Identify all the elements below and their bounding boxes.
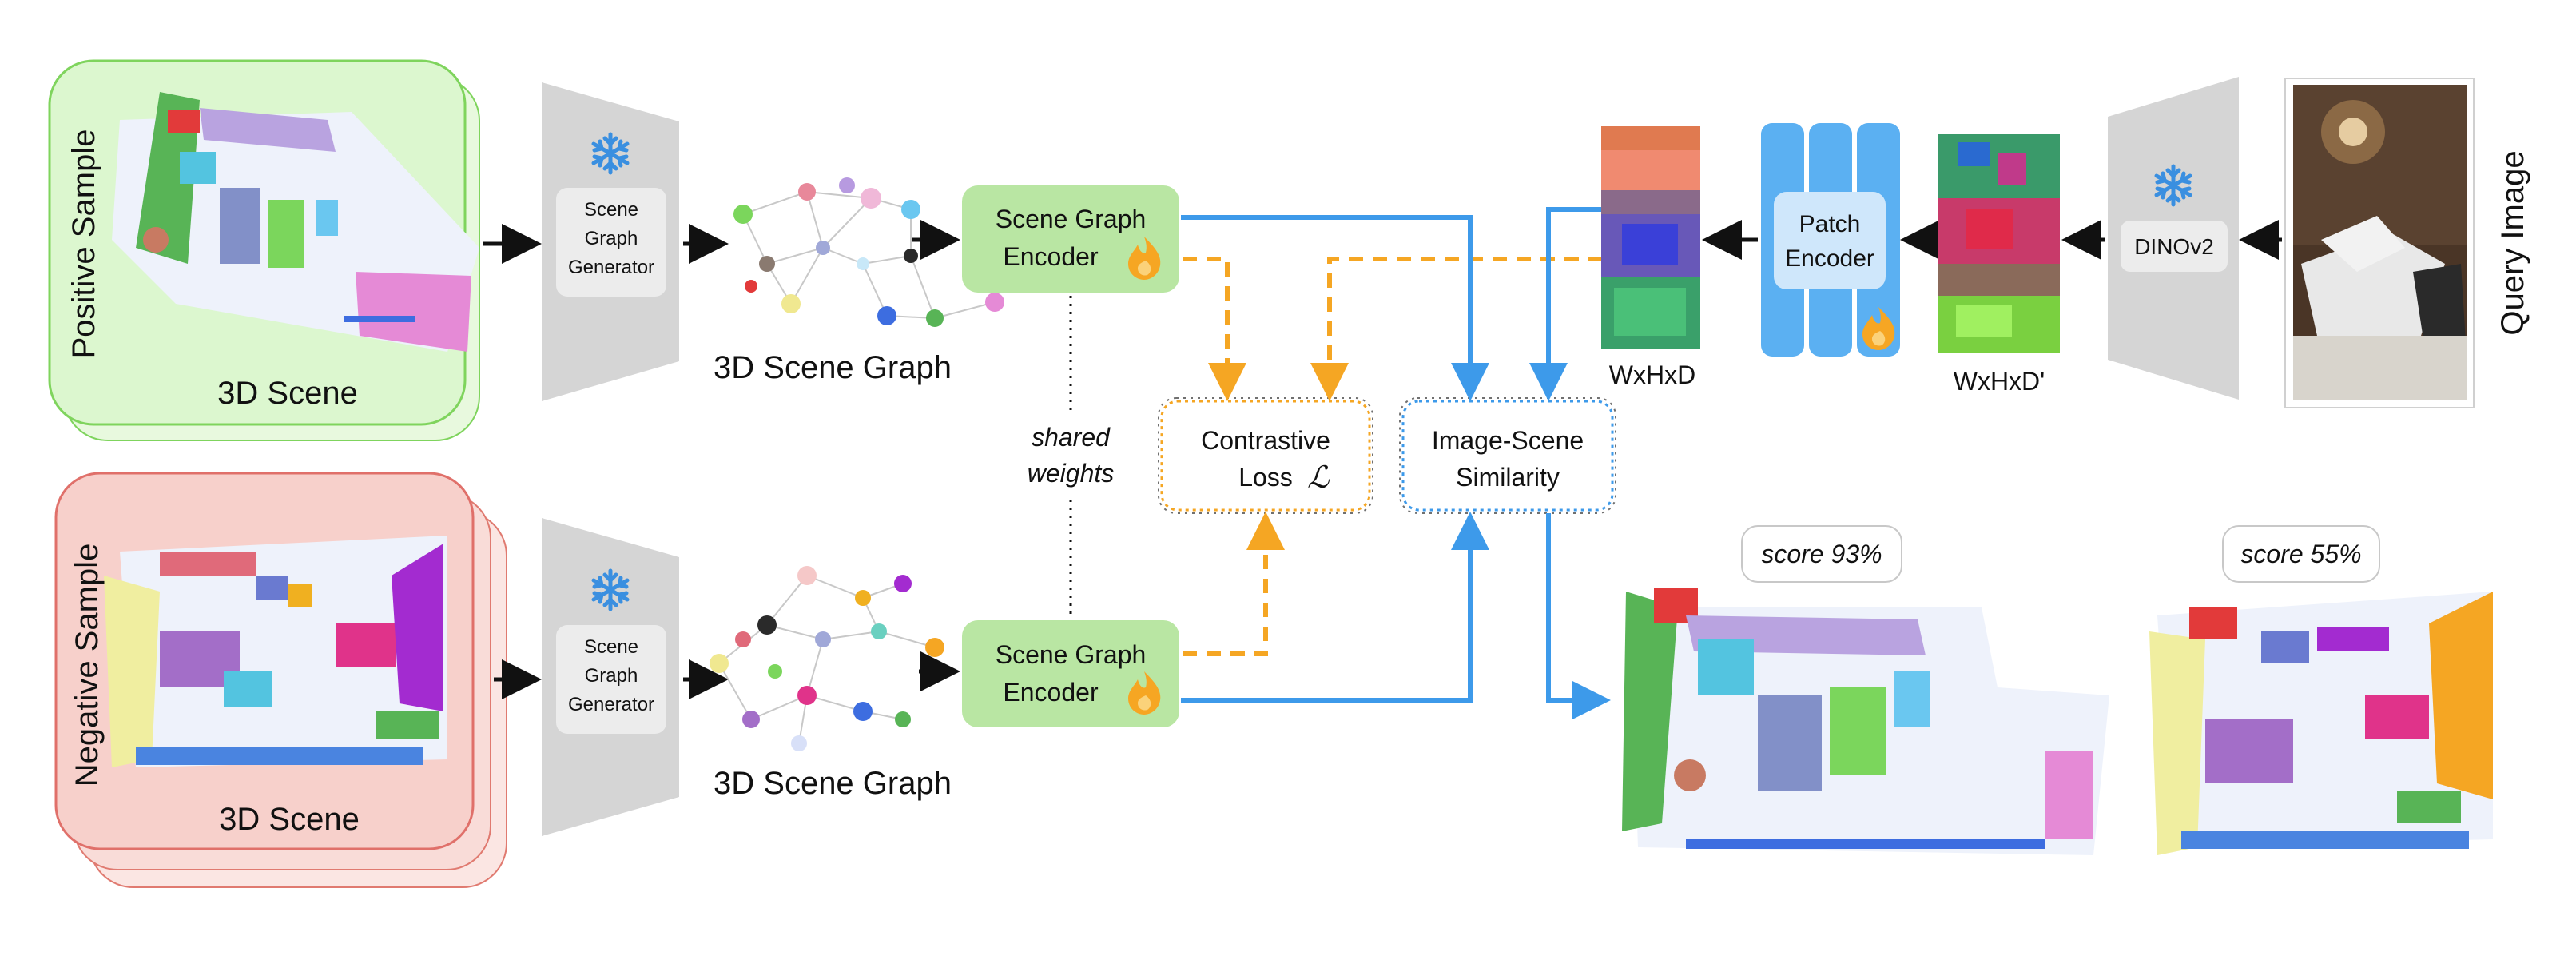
patch-encoder: Patch Encoder [1761, 123, 1900, 357]
dino-feature-map: WxHxD' [1938, 134, 2060, 396]
blue-similarity-connectors [1181, 207, 1611, 719]
encoder-bottom-line2: Encoder [1003, 678, 1099, 707]
similarity-line1: Image-Scene [1432, 426, 1584, 455]
dino-feature-label: WxHxD' [1954, 367, 2045, 396]
generator-bottom-line3: Generator [568, 694, 654, 715]
dinov2-backbone: DINOv2 [2108, 77, 2239, 400]
positive-scene-render [112, 92, 479, 352]
scored-scene-positive [1622, 588, 2109, 855]
score-93-label: score 93% [1761, 540, 1882, 568]
shared-weights-line1: shared [1032, 423, 1111, 452]
feature-map-wxhxd: WxHxD [1601, 126, 1700, 389]
loss-symbol: ℒ [1307, 460, 1330, 495]
image-scene-similarity-box: Image-Scene Similarity [1399, 397, 1616, 514]
positive-sample-label: Positive Sample [66, 129, 101, 359]
contrastive-loss-box: Contrastive Loss ℒ [1158, 397, 1373, 514]
positive-sample-panel: Positive Sample 3D Scene [48, 59, 480, 441]
generator-bottom-line1: Scene [584, 636, 638, 658]
negative-scene-render [104, 536, 447, 767]
scene-graph-generator-bottom: Scene Graph Generator [542, 518, 679, 836]
scene-graph-encoder-top: Scene Graph Encoder [962, 185, 1179, 293]
generator-top-line2: Graph [585, 228, 638, 249]
scene-graph-top: 3D Scene Graph [714, 177, 1004, 385]
dinov2-label: DINOv2 [2134, 234, 2214, 259]
patch-encoder-line2: Encoder [1785, 245, 1874, 272]
score-badge-55: score 55% [2222, 525, 2380, 583]
encoder-top-line1: Scene Graph [996, 205, 1147, 233]
generator-bottom-line2: Graph [585, 665, 638, 687]
contrastive-loss-line2: Loss [1238, 463, 1293, 492]
orange-loss-connectors [1183, 257, 1603, 656]
query-image [2284, 78, 2475, 408]
contrastive-loss-line1: Contrastive [1201, 426, 1330, 455]
scored-scene-negative [2149, 592, 2493, 855]
scene-graph-encoder-bottom: Scene Graph Encoder [962, 620, 1179, 727]
feature-map-label: WxHxD [1609, 361, 1695, 389]
scene-graph-generator-top: Scene Graph Generator [542, 82, 679, 401]
positive-scene-label: 3D Scene [217, 376, 358, 411]
score-55-label: score 55% [2240, 540, 2361, 568]
shared-weights-line2: weights [1028, 459, 1115, 488]
generator-top-line3: Generator [568, 257, 654, 278]
similarity-line2: Similarity [1456, 463, 1560, 492]
encoder-top-line2: Encoder [1003, 242, 1099, 271]
query-image-label: Query Image [2495, 150, 2530, 335]
scene-graph-bottom: 3D Scene Graph [710, 566, 952, 801]
negative-sample-panel: Negative Sample 3D Scene [54, 472, 507, 888]
scene-graph-top-label: 3D Scene Graph [714, 350, 952, 385]
negative-scene-label: 3D Scene [219, 802, 360, 837]
negative-sample-label: Negative Sample [70, 544, 105, 787]
generator-top-line1: Scene [584, 199, 638, 221]
patch-encoder-line1: Patch [1799, 211, 1861, 237]
scene-graph-bottom-label: 3D Scene Graph [714, 766, 952, 801]
encoder-bottom-line1: Scene Graph [996, 640, 1147, 669]
score-badge-93: score 93% [1741, 525, 1902, 583]
